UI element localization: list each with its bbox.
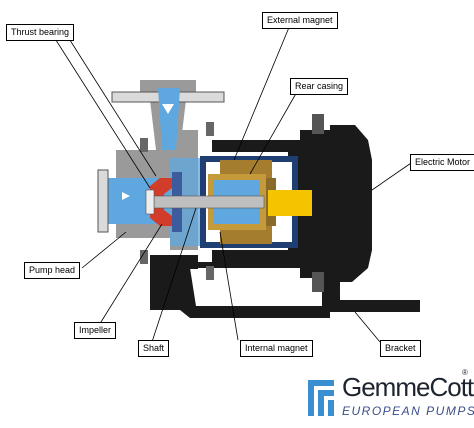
label-external-magnet: External magnet: [262, 12, 338, 29]
leader-lines: [53, 24, 415, 349]
bracket-body: [150, 255, 420, 318]
discharge-arrow-icon: [162, 104, 174, 114]
shaft-body: [153, 195, 265, 209]
label-bracket: Bracket: [380, 340, 421, 357]
logo-mark-icon: [308, 380, 334, 416]
thrust-bearing-body: [145, 189, 155, 215]
label-thrust-bearing: Thrust bearing: [6, 24, 75, 41]
label-rear-casing: Rear casing: [290, 78, 349, 95]
label-impeller: Impeller: [74, 322, 117, 339]
logo-brand: GemmeCotti: [342, 372, 474, 402]
motor-lantern: [212, 140, 300, 262]
suction-arrow-icon: [122, 192, 130, 200]
label-internal-magnet: Internal magnet: [240, 340, 313, 357]
logo-tagline: EUROPEAN PUMPS: [342, 404, 474, 418]
label-electric-motor: Electric Motor: [410, 154, 474, 171]
brand-logo: GemmeCotti ® EUROPEAN PUMPS: [304, 368, 474, 424]
bolts: [140, 122, 214, 280]
label-pump-head: Pump head: [24, 262, 81, 279]
label-shaft: Shaft: [138, 340, 170, 357]
logo-registered: ®: [462, 368, 468, 377]
motor-shaft: [268, 190, 312, 216]
suction-flange: [97, 169, 109, 233]
